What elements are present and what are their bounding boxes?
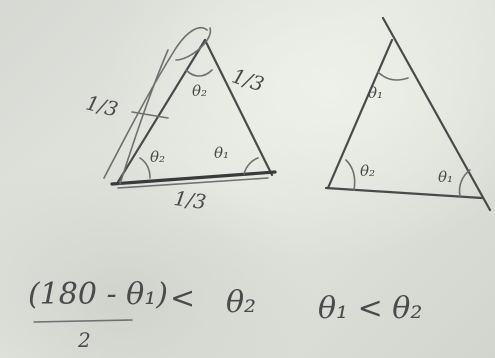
right-top-angle-label: θ₁ (368, 84, 384, 102)
right-triangle (324, 16, 492, 212)
right-bottom-right-angle-label: θ₁ (438, 168, 454, 186)
fraction-bar (33, 319, 133, 323)
inequality-denominator: 2 (78, 328, 91, 352)
left-bottom-right-angle-label: θ₁ (214, 144, 230, 162)
inequality-right: θ₁ < θ₂ (318, 291, 423, 326)
inequality-operator: < (170, 281, 196, 316)
left-triangle (103, 26, 277, 189)
right-bottom-left-angle-label: θ₂ (360, 162, 376, 180)
inequality-numerator: (180 - θ₁) (28, 277, 168, 312)
left-top-angle-label: θ₂ (192, 82, 208, 100)
bottom-side-label: 1/3 (172, 185, 208, 215)
inequality-rhs: θ₂ (226, 285, 257, 320)
left-bottom-left-angle-label: θ₂ (150, 148, 166, 166)
